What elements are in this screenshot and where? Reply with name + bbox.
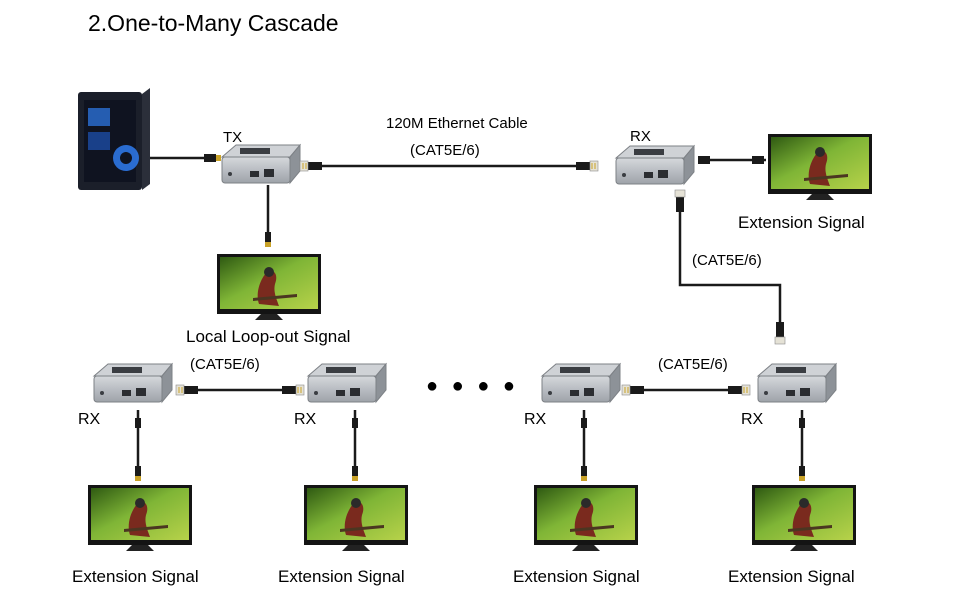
extension-label-top: Extension Signal	[738, 213, 865, 232]
extension-label-3: Extension Signal	[513, 567, 640, 586]
rx-label-top: RX	[630, 128, 651, 145]
computer-tower-icon	[78, 88, 150, 190]
rx-extender-device-1	[93, 363, 173, 403]
rx-label-1: RX	[78, 411, 101, 428]
tx-label: TX	[223, 129, 242, 146]
extension-label-4: Extension Signal	[728, 567, 855, 586]
extension-monitor-top	[768, 134, 872, 200]
ellipsis-dots: ● ● ● ●	[426, 375, 519, 397]
cascade-down-cat-label: (CAT5E/6)	[692, 252, 762, 269]
hdmi-cable-pc-tx	[150, 154, 221, 162]
rx-label-4: RX	[741, 411, 764, 428]
loop-out-monitor	[217, 254, 321, 320]
hdmi-cable-rx1-monitor	[135, 410, 141, 481]
ethernet-cable-main	[299, 160, 599, 172]
cable-main-label: 120M Ethernet Cable	[386, 115, 528, 132]
tx-extender-device	[221, 144, 301, 184]
rx-extender-device-4	[757, 363, 837, 403]
ethernet-cable-rx3-rx4	[621, 384, 751, 396]
extension-label-1: Extension Signal	[72, 567, 199, 586]
rx-label-3: RX	[524, 411, 547, 428]
extension-monitor-3	[534, 485, 638, 551]
extension-monitor-1	[88, 485, 192, 551]
loop-out-label: Local Loop-out Signal	[186, 327, 350, 346]
hdmi-cable-rx4-monitor	[799, 410, 805, 481]
rx-extender-device-3	[541, 363, 621, 403]
hdmi-cable-rx2-monitor	[352, 410, 358, 481]
rx-extender-device-top	[615, 145, 695, 185]
rx1-rx2-cat-label: (CAT5E/6)	[190, 356, 260, 373]
ethernet-cable-rx1-rx2	[175, 384, 305, 396]
hdmi-cable-rx-top-monitor	[698, 156, 766, 164]
hdmi-cable-loop-out	[265, 185, 271, 247]
ethernet-cable-cascade-down	[674, 189, 786, 345]
cable-main-cat-label: (CAT5E/6)	[410, 142, 480, 159]
rx-label-2: RX	[294, 411, 317, 428]
page-title: 2.One-to-Many Cascade	[88, 10, 339, 36]
rx-extender-device-2	[307, 363, 387, 403]
extension-monitor-4	[752, 485, 856, 551]
rx3-rx4-cat-label: (CAT5E/6)	[658, 356, 728, 373]
extension-monitor-2	[304, 485, 408, 551]
hdmi-cable-rx3-monitor	[581, 410, 587, 481]
extension-label-2: Extension Signal	[278, 567, 405, 586]
